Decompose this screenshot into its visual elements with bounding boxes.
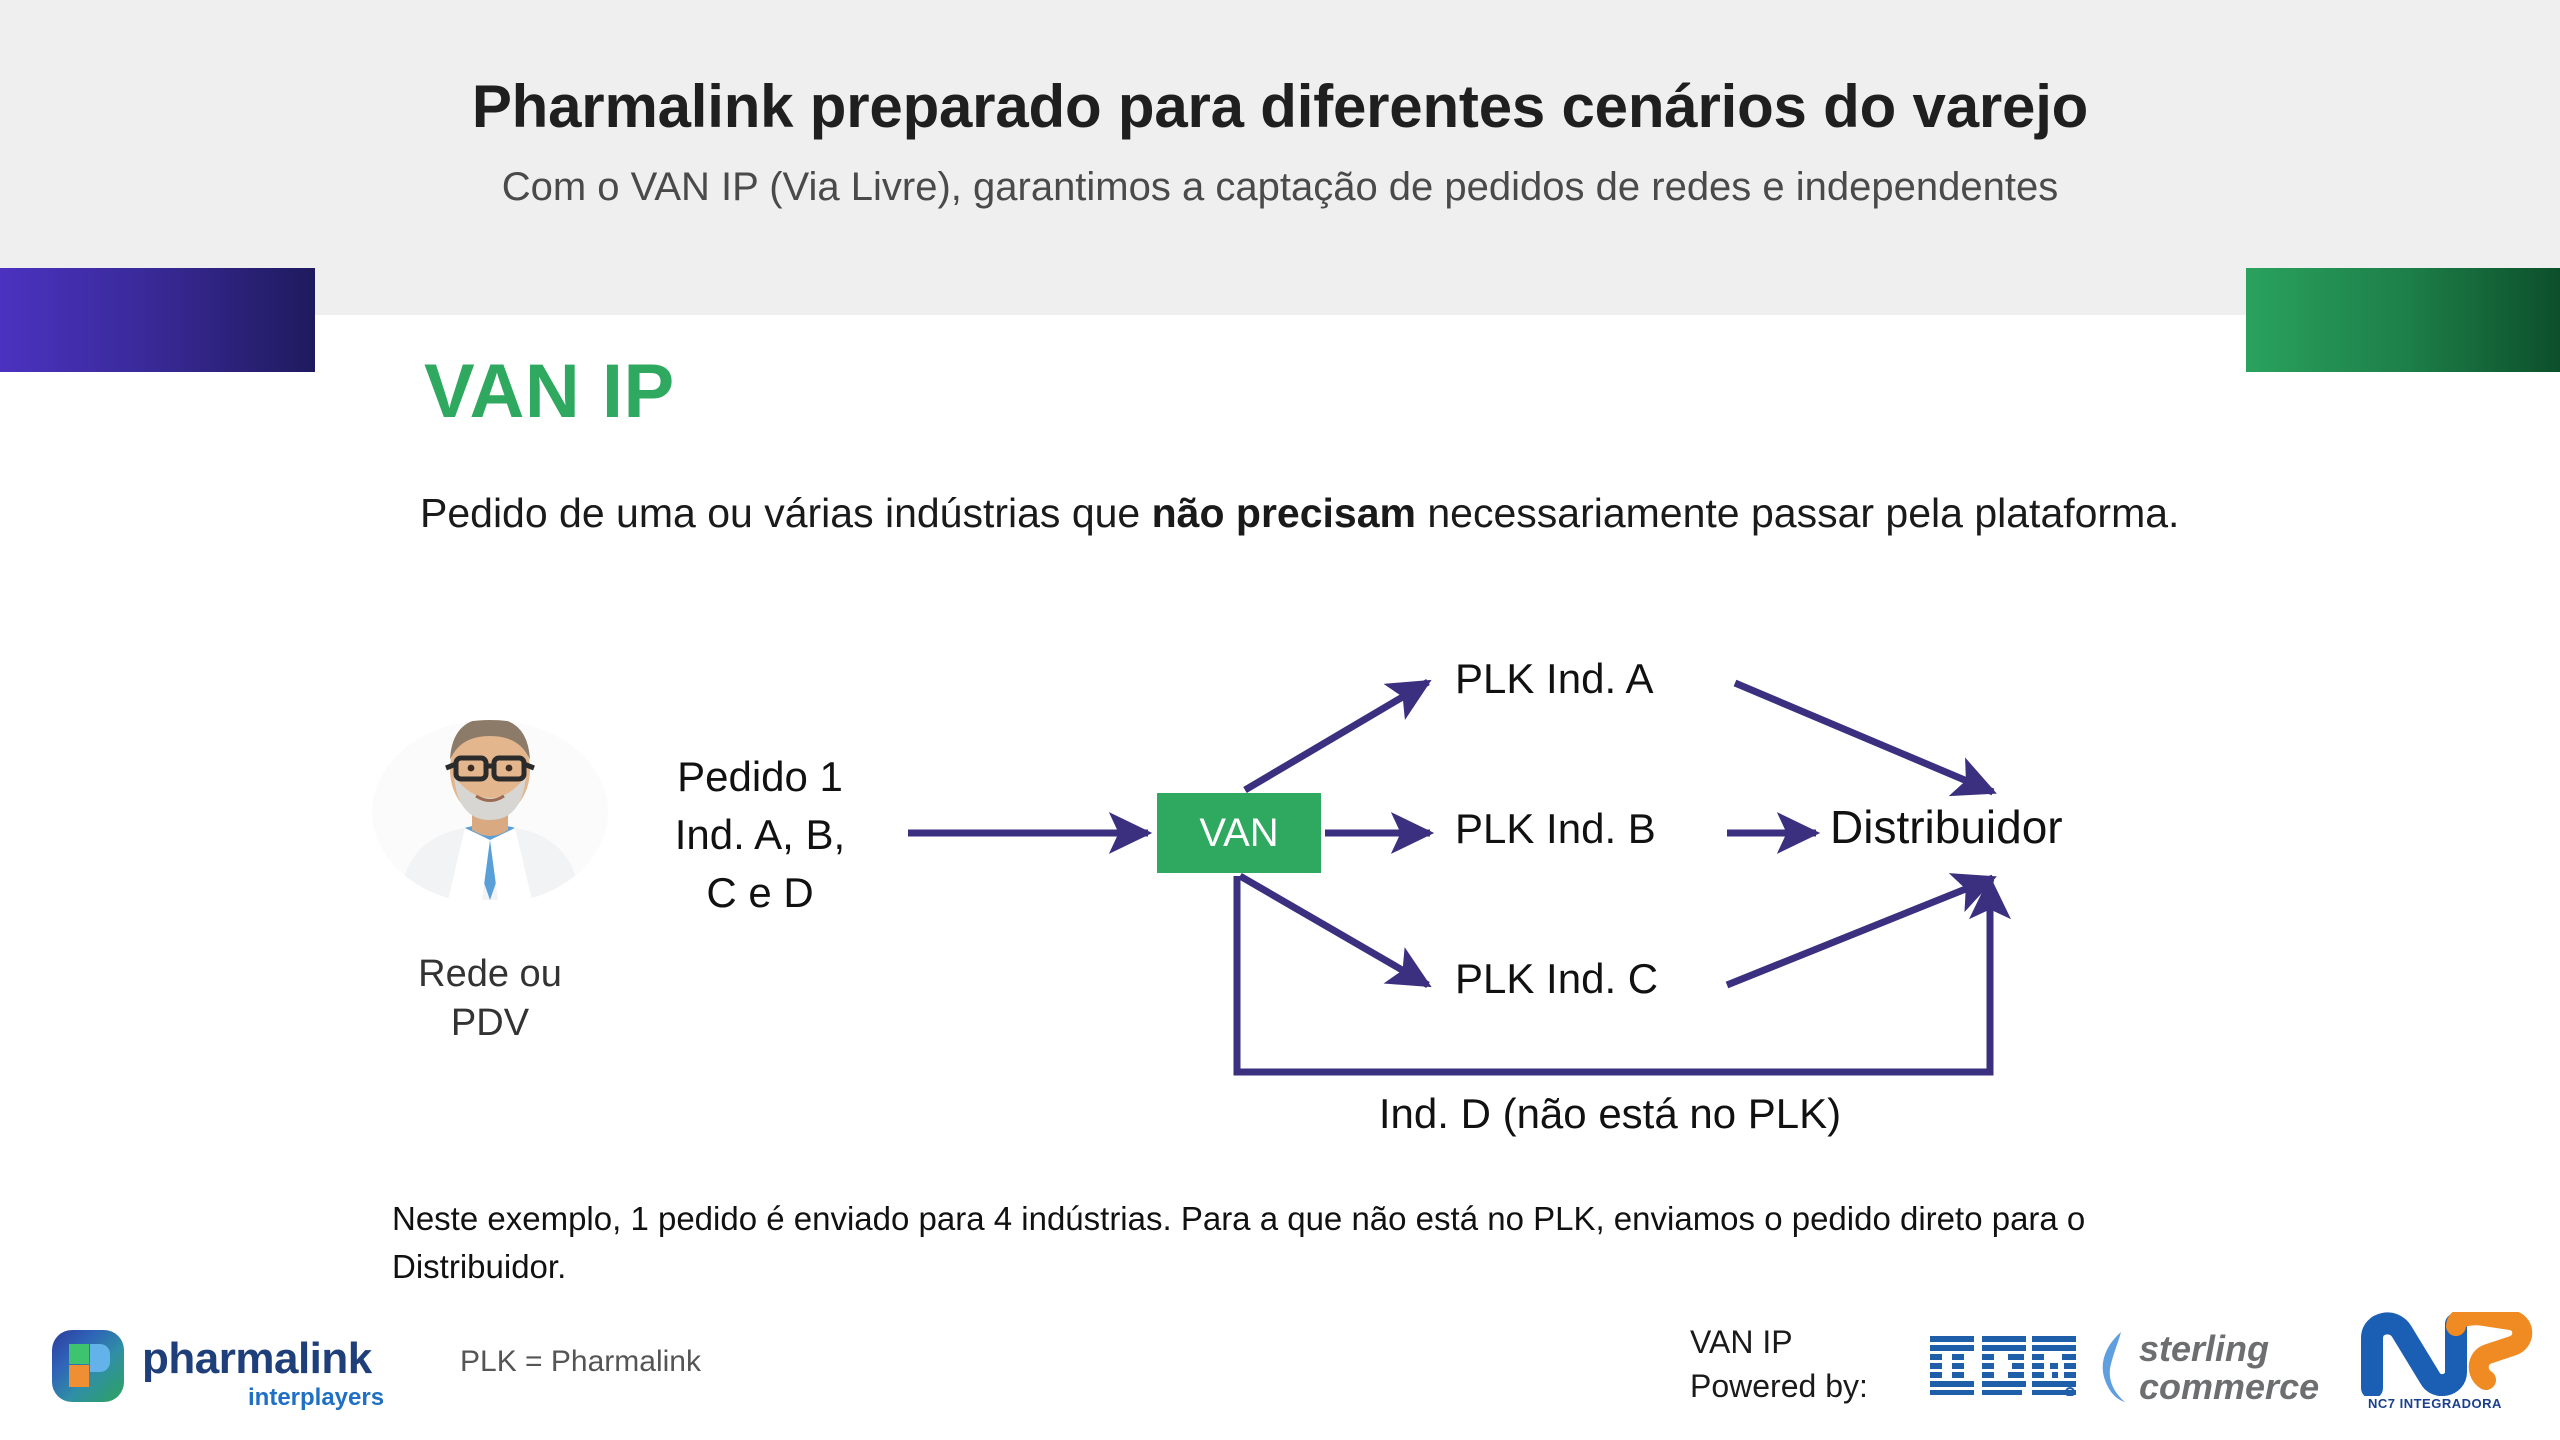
arrow-van-to-plkc <box>1238 872 1432 989</box>
pharmalink-logo-icon <box>52 1330 124 1402</box>
node-ind-d-bypass: Ind. D (não está no PLK) <box>1378 1090 1842 1137</box>
node-plk-ind-c: PLK Ind. C <box>1455 955 1659 1002</box>
description-pre: Pedido de uma ou várias indústrias que <box>420 490 1152 536</box>
node-plk-ind-a: PLK Ind. A <box>1455 655 1654 702</box>
nc7-mark-icon <box>2361 1305 2533 1399</box>
van-node[interactable]: VAN <box>1157 793 1321 873</box>
node-distribuidor: Distribuidor <box>1830 801 2063 853</box>
header-band <box>0 0 2560 315</box>
powered-line-2: Powered by: <box>1690 1368 1868 1404</box>
arrow-plkc-to-dist <box>1725 873 1997 989</box>
logo-square-blue <box>90 1344 110 1372</box>
plk-legend: PLK = Pharmalink <box>460 1345 701 1378</box>
powered-line-1: VAN IP <box>1690 1324 1793 1360</box>
arrow-van-to-plka <box>1243 678 1432 794</box>
footnote-text: Neste exemplo, 1 pedido é enviado para 4… <box>392 1200 2086 1285</box>
logo-square-green <box>69 1344 89 1364</box>
avatar-illustration <box>372 720 608 900</box>
section-description: Pedido de uma ou várias indústrias que n… <box>420 485 2180 542</box>
powered-by-label: VAN IP Powered by: <box>1690 1320 1868 1408</box>
avatar <box>370 700 610 900</box>
page-subtitle: Com o VAN IP (Via Livre), garantimos a c… <box>501 165 2059 209</box>
accent-bar-left <box>0 268 315 372</box>
sterling-word-2: commerce <box>2139 1366 2320 1407</box>
sterling-commerce-logo: sterling commerce <box>2095 1328 2335 1407</box>
logo-square-orange <box>69 1365 89 1387</box>
interplayers-wordmark: interplayers <box>248 1384 385 1411</box>
accent-bar-right <box>2246 268 2560 372</box>
nc7-logo: NC7 INTEGRADORA <box>2360 1305 2540 1422</box>
sterling-swoosh-icon <box>2102 1332 2125 1402</box>
ibm-logo <box>1930 1336 2076 1396</box>
arrow-plka-to-dist <box>1733 679 1997 797</box>
section-title: VAN IP <box>424 349 675 434</box>
nc7-tagline: NC7 INTEGRADORA <box>2368 1396 2502 1411</box>
sterling-word-1: sterling <box>2139 1328 2270 1369</box>
description-emphasis: não precisam <box>1151 490 1416 536</box>
pharmalink-wordmark: pharmalink <box>142 1334 372 1383</box>
node-plk-ind-b: PLK Ind. B <box>1455 805 1656 852</box>
description-post: necessariamente passar pela plataforma. <box>1415 490 2180 536</box>
page-title: Pharmalink preparado para diferentes cen… <box>471 73 2089 140</box>
